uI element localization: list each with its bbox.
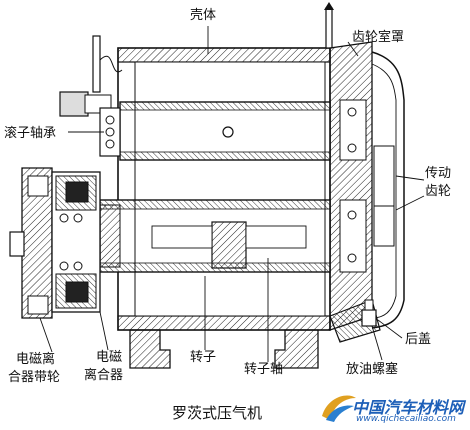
label-clutch-pulley-line1: 电磁离 bbox=[16, 352, 56, 367]
label-rotor-shaft: 转子轴 bbox=[244, 362, 284, 377]
label-clutch-pulley-line2: 合器带轮 bbox=[8, 370, 61, 385]
watermark-url: www.qichecailiao.com bbox=[356, 414, 456, 424]
drain-plug bbox=[361, 299, 377, 327]
label-housing: 壳体 bbox=[190, 8, 217, 23]
watermark-name: 中国汽车材料网 bbox=[352, 398, 465, 417]
label-drain-plug: 放油螺塞 bbox=[346, 362, 399, 377]
gear-housing bbox=[329, 41, 405, 331]
watermark-swoosh-icon bbox=[322, 395, 356, 422]
mounting-feet bbox=[129, 329, 319, 369]
clutch-pulley-assembly bbox=[9, 167, 121, 319]
label-clutch-line2: 离合器 bbox=[84, 368, 124, 383]
label-clutch-line1: 电磁 bbox=[96, 350, 123, 365]
label-gear-cover: 齿轮室罩 bbox=[352, 30, 405, 45]
label-drive-gear-line2: 齿轮 bbox=[425, 184, 452, 199]
leader-lines bbox=[39, 26, 425, 362]
roller-bearing bbox=[99, 107, 121, 157]
label-roller-bearing: 滚子轴承 bbox=[4, 126, 57, 141]
label-rotor: 转子 bbox=[190, 350, 217, 365]
label-drive-gear-line1: 传动 bbox=[425, 166, 452, 181]
housing-body bbox=[99, 47, 331, 331]
label-rear-cover: 后盖 bbox=[405, 332, 432, 347]
top-stud bbox=[324, 2, 334, 49]
figure-caption: 罗茨式压气机 bbox=[172, 404, 263, 422]
